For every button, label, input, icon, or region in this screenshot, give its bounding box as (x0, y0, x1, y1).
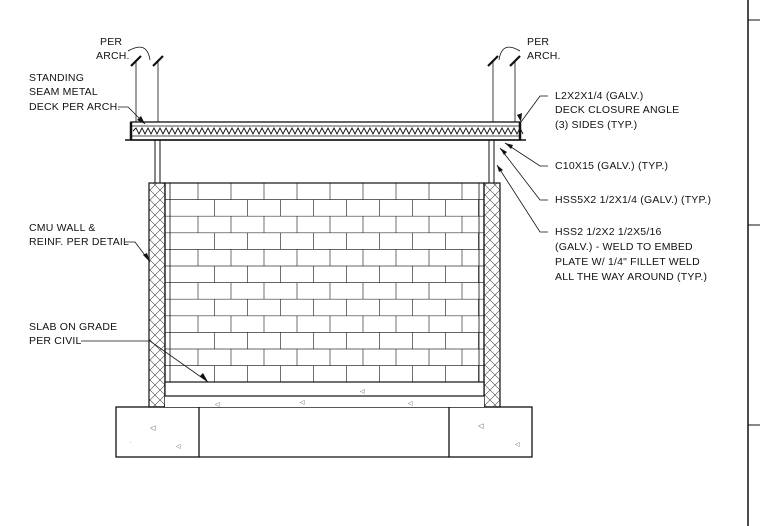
cmu-wall-note-2: REINF. PER DETAIL (29, 236, 129, 248)
per-arch-left-label: PER (100, 36, 122, 48)
cmu-wall-left-end (148, 182, 166, 408)
svg-text:◁: ◁ (176, 443, 181, 450)
slab-note: SLAB ON GRADE (29, 321, 117, 333)
hss-post-right (488, 140, 495, 183)
per-arch-right-label: PER (527, 36, 549, 48)
hss-beam-note: HSS5X2 1/2X1/4 (GALV.) (TYP.) (555, 194, 711, 206)
svg-text:◁: ◁ (150, 424, 156, 432)
standing-seam-note-3: DECK PER ARCH. (29, 101, 121, 113)
hss-post-note-4: ALL THE WAY AROUND (TYP.) (555, 271, 707, 283)
hss-post-note-3: PLATE W/ 1/4" FILLET WELD (555, 256, 700, 268)
leader-lines (81, 95, 548, 383)
footing-left: ◁ ◁ · (115, 406, 200, 458)
channel-note: C10X15 (GALV.) (TYP.) (555, 160, 668, 172)
svg-text:·: · (130, 440, 132, 446)
cmu-block-courses (165, 183, 484, 383)
sheet-border (747, 0, 760, 526)
cmu-wall-note: CMU WALL & (29, 222, 96, 234)
closure-angle-note: L2X2X1/4 (GALV.) (555, 90, 643, 102)
slab-on-grade: ◁ ◁ ◁ ◁ (164, 381, 485, 408)
per-arch-right-label-2: ARCH. (527, 50, 561, 62)
cmu-wall-right-end (483, 182, 501, 408)
svg-text:◁: ◁ (408, 400, 413, 407)
per-arch-extents-right (487, 46, 521, 122)
per-arch-extents-left (127, 46, 164, 122)
svg-text:◁: ◁ (515, 441, 520, 448)
hss-post-left (154, 140, 161, 183)
hss-post-note-2: (GALV.) - WELD TO EMBED (555, 241, 693, 253)
footing-right: ◁ ◁ (448, 406, 533, 458)
svg-text:◁: ◁ (360, 388, 365, 395)
per-arch-left-label-2: ARCH. (96, 50, 130, 62)
closure-angle-note-3: (3) SIDES (TYP.) (555, 119, 637, 131)
roof-assembly (125, 121, 526, 141)
closure-angle-note-2: DECK CLOSURE ANGLE (555, 104, 679, 116)
standing-seam-note: STANDING (29, 72, 84, 84)
leader-arrowheads (137, 113, 522, 382)
svg-text:◁: ◁ (478, 422, 484, 430)
standing-seam-note-2: SEAM METAL (29, 86, 98, 98)
hss-post-note: HSS2 1/2X2 1/2X5/16 (555, 226, 662, 238)
slab-note-2: PER CIVIL (29, 335, 82, 347)
svg-text:◁: ◁ (215, 401, 220, 408)
svg-text:◁: ◁ (300, 399, 305, 406)
